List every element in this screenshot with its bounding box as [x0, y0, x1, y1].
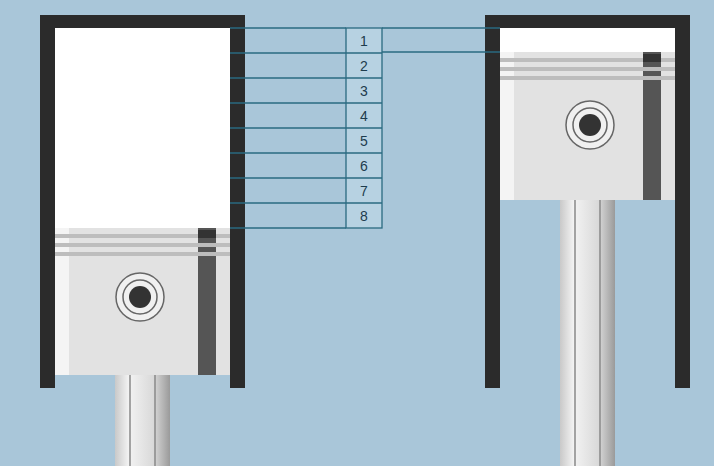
callout-number: 5	[346, 133, 382, 149]
callout-number: 6	[346, 158, 382, 174]
callout-number: 1	[346, 33, 382, 49]
callout-number: 2	[346, 58, 382, 74]
callout-number: 3	[346, 83, 382, 99]
left-cylinder	[40, 15, 245, 466]
callout-number: 8	[346, 208, 382, 224]
callout-number: 4	[346, 108, 382, 124]
right-cylinder	[485, 15, 690, 466]
callout-number: 7	[346, 183, 382, 199]
stroke-scale	[230, 28, 500, 228]
